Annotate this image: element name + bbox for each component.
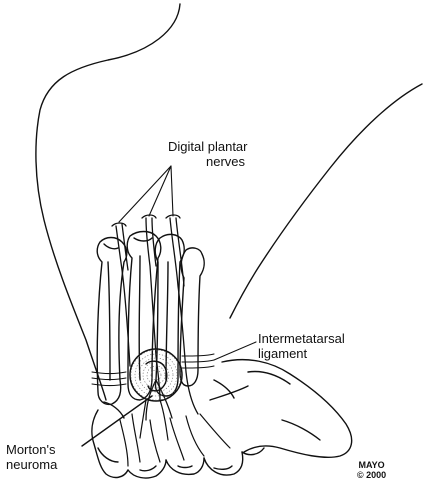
label-intermetatarsal-ligament-line1: Intermetatarsal — [258, 331, 345, 346]
label-intermetatarsal-ligament: Intermetatarsal ligament — [258, 331, 345, 361]
credit-line1: MAYO — [358, 460, 385, 470]
label-digital-plantar-nerves: Digital plantar nerves — [168, 139, 248, 169]
label-mortons-neuroma-line2: neuroma — [6, 457, 58, 472]
digital-plantar-nerves — [111, 214, 199, 421]
mortons-neuroma — [81, 348, 183, 447]
label-digital-plantar-nerves-line2: nerves — [206, 154, 246, 169]
label-mortons-neuroma-line1: Morton's — [6, 442, 56, 457]
toes — [91, 359, 353, 479]
credit-line2: © 2000 — [357, 470, 387, 480]
digital-plantar-nerves-pointers — [118, 165, 174, 223]
label-digital-plantar-nerves-line1: Digital plantar — [168, 139, 248, 154]
label-intermetatarsal-ligament-line2: ligament — [258, 346, 308, 361]
label-mortons-neuroma: Morton's neuroma — [6, 442, 57, 472]
toe-structures — [119, 399, 231, 467]
foot-outline — [35, 3, 423, 401]
intermetatarsal-ligament — [91, 341, 257, 387]
metatarsal-bones — [96, 230, 205, 406]
copyright-credit: MAYO © 2000 — [357, 460, 386, 480]
